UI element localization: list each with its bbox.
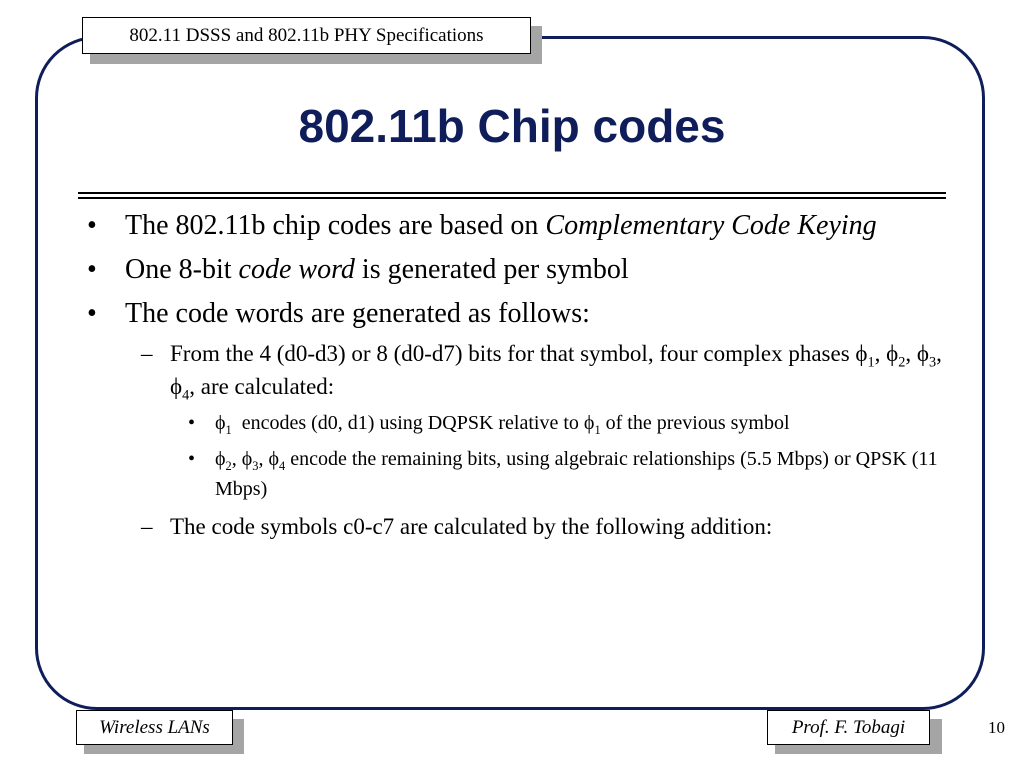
phi-symbol: ϕ [215, 447, 226, 470]
separator: , [905, 341, 917, 366]
subscript: 1 [225, 422, 232, 437]
subscript: 4 [279, 458, 286, 473]
slide-title: 802.11b Chip codes [298, 100, 726, 152]
bullet-item: • The 802.11b chip codes are based on Co… [84, 205, 944, 247]
subscript: 1 [594, 422, 601, 437]
title-rule-bottom [78, 197, 946, 199]
bullet-marker: • [87, 298, 97, 329]
page-number: 10 [988, 718, 1005, 737]
subscript: 2 [898, 354, 906, 371]
bullet-text-end: is generated per symbol [354, 254, 629, 285]
separator: , [874, 341, 887, 366]
dash-marker: – [141, 513, 153, 539]
separator: , [936, 341, 942, 366]
bullet-item: • One 8-bit code word is generated per s… [84, 249, 944, 291]
bullet-marker: • [87, 254, 97, 285]
slide-body: • The 802.11b chip codes are based on Co… [84, 205, 944, 547]
bullet-text: One 8-bit [125, 254, 239, 285]
sub-sub-item: • ϕ1 encodes (d0, d1) using DQPSK relati… [84, 408, 944, 438]
bullet-marker: • [87, 210, 97, 241]
bullet-emphasis: code word [238, 254, 355, 285]
separator: , [258, 447, 269, 470]
subscript: 3 [252, 458, 259, 473]
bullet-text: The code words are generated as follows: [125, 298, 590, 329]
bullet-item: • The code words are generated as follow… [84, 293, 944, 335]
phi-symbol: ϕ [268, 447, 279, 470]
sub-sub-item-text: encode the remaining bits, using algebra… [215, 447, 938, 500]
sub-item-text: The code symbols c0-c7 are calculated by… [170, 513, 773, 539]
footer-right-label: Prof. F. Tobagi [767, 710, 930, 745]
sub-item: – From the 4 (d0-d3) or 8 (d0-d7) bits f… [84, 337, 944, 404]
phi-symbol: ϕ [215, 411, 226, 434]
bullet-marker: • [188, 447, 196, 470]
subscript: 4 [182, 387, 190, 404]
subscript: 1 [867, 354, 875, 371]
footer-left-label: Wireless LANs [76, 710, 233, 745]
sub-item-text-end: , are calculated: [189, 374, 335, 400]
sub-item: – The code symbols c0-c7 are calculated … [84, 510, 944, 543]
subscript: 3 [929, 354, 937, 371]
sub-sub-item: • ϕ2, ϕ3, ϕ4 encode the remaining bits, … [84, 444, 944, 504]
phi-symbol: ϕ [241, 447, 253, 470]
header-label: 802.11 DSSS and 802.11b PHY Specificatio… [82, 17, 531, 54]
phi-symbol: ϕ [583, 411, 595, 434]
sub-sub-item-text-end: of the previous symbol [600, 411, 790, 434]
title-rule-top [78, 192, 946, 194]
bullet-text: The 802.11b chip codes are based on [125, 210, 546, 241]
phi-symbol: ϕ [916, 341, 929, 366]
phi-symbol: ϕ [886, 341, 899, 366]
phi-symbol: ϕ [170, 374, 183, 400]
bullet-marker: • [188, 411, 196, 434]
sub-item-text: From the 4 (d0-d3) or 8 (d0-d7) bits for… [170, 341, 856, 366]
bullet-emphasis: Complementary Code Keying [545, 210, 877, 241]
separator: , [231, 447, 242, 470]
subscript: 2 [225, 458, 232, 473]
phi-symbol: ϕ [855, 341, 868, 366]
sub-sub-item-text: encodes (d0, d1) using DQPSK relative to [231, 411, 584, 434]
dash-marker: – [141, 341, 153, 366]
slide-frame [35, 36, 985, 710]
